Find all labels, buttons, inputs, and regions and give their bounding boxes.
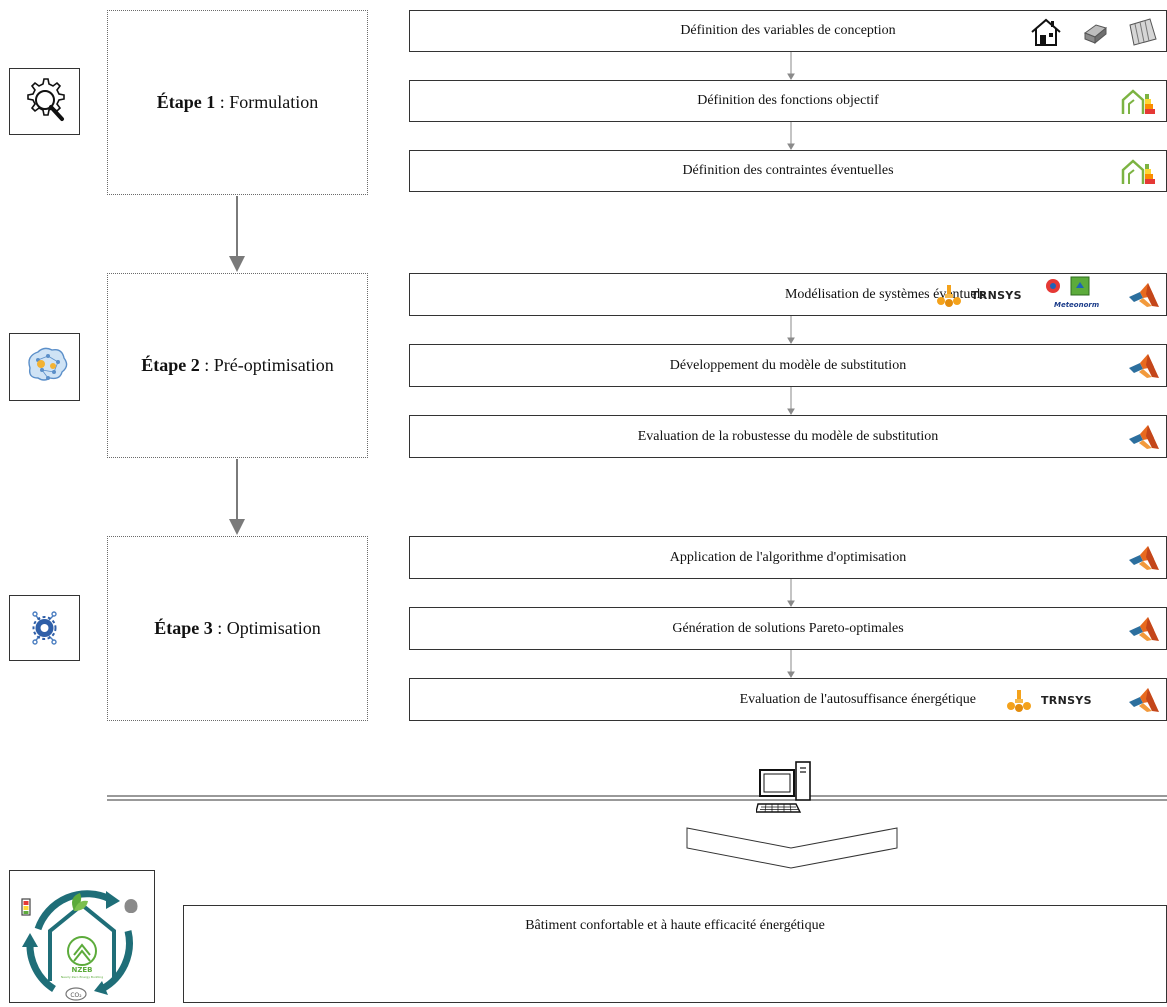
trnsys-logo-icon [1006,689,1032,713]
nzeb-sub-label: Nearly Zero Energy Building [61,975,103,979]
task-label: Définition des contraintes éventuelles [682,163,894,178]
task-label: Modélisation de systèmes éventuels [784,286,986,302]
wall-material-icon [1083,24,1108,45]
task-constraints: Définition des contraintes éventuelles [409,150,1167,192]
meteonorm-label: Meteonorm [1054,301,1100,309]
stage-1-box: Étape 1 : Formulation [107,10,368,195]
stage-2-title: Étape 2 : Pré-optimisation [141,355,334,375]
stage-2-icon-box [9,333,80,401]
task-robustness-evaluation: Evaluation de la robustesse du modèle de… [409,415,1167,458]
nzeb-house-cycle-icon: NZEB Nearly Zero Energy Building CO₂ [21,890,138,1001]
task-label: Application de l'algorithme d'optimisati… [669,549,907,565]
task-optimization-algorithm: Application de l'algorithme d'optimisati… [409,536,1167,579]
matlab-logo-icon [1128,424,1160,450]
task-objective-functions: Définition des fonctions objectif [409,80,1167,122]
co2-label: CO₂ [70,992,82,999]
nzeb-label: NZEB [71,966,92,974]
stage-3-box: Étape 3 : Optimisation [107,536,368,721]
stage-1-title: Étape 1 : Formulation [156,92,319,112]
task-label: Définition des variables de conception [680,23,896,38]
down-chevron-shape [686,827,898,869]
stage-3-title: Étape 3 : Optimisation [154,618,321,638]
brain-network-icon [28,347,68,381]
energy-label-icon [1120,89,1156,115]
task-label: Définition des fonctions objectif [697,93,879,108]
task-design-variables: Définition des variables de conception [409,10,1167,52]
gear-circuit-icon [32,611,57,645]
result-label: Bâtiment confortable et à haute efficaci… [525,918,825,933]
task-surrogate-model: Développement du modèle de substitution [409,344,1167,387]
matlab-logo-icon [1128,616,1160,642]
matlab-logo-icon [1128,687,1160,713]
stage-3-icon-box [9,595,80,661]
result-box: Bâtiment confortable et à haute efficaci… [183,905,1167,1003]
gear-search-icon [27,78,65,121]
trnsys-label: TRNSYS [1041,694,1092,707]
stage-2-box: Étape 2 : Pré-optimisation [107,273,368,458]
window-glazing-icon [1129,18,1157,46]
weather-data-icon [1070,276,1090,296]
desktop-computer-icon [756,761,811,813]
matlab-logo-icon [1128,353,1160,379]
matlab-logo-icon [1128,545,1160,571]
nzeb-logo-box: NZEB Nearly Zero Energy Building CO₂ [9,870,155,1003]
meteonorm-logo-icon [1046,279,1060,293]
task-system-modeling: Modélisation de systèmes éventuels TRNSY… [409,273,1167,316]
trnsys-label: TRNSYS [971,289,1022,302]
task-label: Evaluation de l'autosuffisance énergétiq… [739,691,976,707]
task-label: Evaluation de la robustesse du modèle de… [637,428,939,444]
stage-1-icon-box [9,68,80,135]
task-pareto-solutions: Génération de solutions Pareto-optimales [409,607,1167,650]
trnsys-logo-icon [936,284,962,308]
energy-label-icon [1120,159,1156,185]
task-label: Génération de solutions Pareto-optimales [672,620,904,636]
matlab-logo-icon [1128,282,1160,308]
house-icon [1031,18,1061,46]
task-label: Développement du modèle de substitution [669,357,907,373]
task-self-sufficiency: Evaluation de l'autosuffisance énergétiq… [409,678,1167,721]
